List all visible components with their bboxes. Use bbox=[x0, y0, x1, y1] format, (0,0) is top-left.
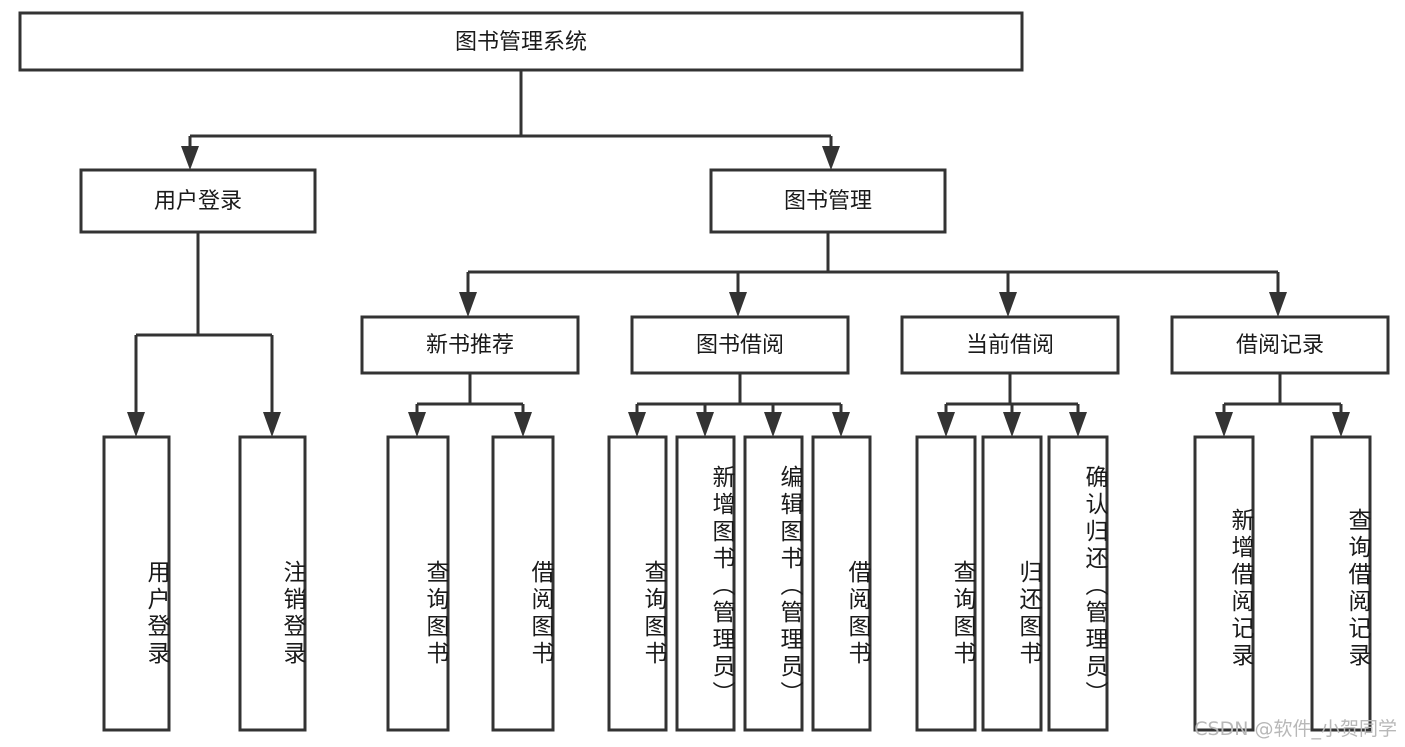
node-new-book-rec-label: 新书推荐 bbox=[426, 333, 514, 358]
node-borrow-record[interactable]: 借阅记录 bbox=[1170, 315, 1390, 375]
connector-current-borrow-to-leaves bbox=[937, 373, 1087, 437]
connector-book-manage-to-level3 bbox=[459, 232, 1287, 317]
node-leaf-add-book-rect[interactable] bbox=[675, 435, 736, 732]
node-leaf-borrow-book-1-rect[interactable] bbox=[491, 435, 555, 732]
node-leaf-query-book-1-rect[interactable] bbox=[386, 435, 450, 732]
node-leaf-logout-rect[interactable] bbox=[238, 435, 307, 732]
node-leaf-query-book-3-rect[interactable] bbox=[915, 435, 977, 732]
node-borrow-record-rect[interactable] bbox=[1170, 315, 1390, 375]
node-root[interactable]: 图书管理系统 bbox=[18, 11, 1024, 72]
node-leaf-return-book-rect[interactable] bbox=[981, 435, 1043, 732]
arrowhead-leaf-query-book-1 bbox=[408, 412, 426, 437]
arrowhead-user-login bbox=[181, 146, 199, 170]
node-book-manage-label: 图书管理 bbox=[784, 189, 872, 214]
node-user-login[interactable]: 用户登录 bbox=[79, 168, 317, 234]
connector-new-book-rec-to-leaves bbox=[408, 373, 532, 437]
arrowhead-leaf-edit-book bbox=[764, 412, 782, 437]
node-root-label: 图书管理系统 bbox=[455, 30, 587, 55]
csdn-watermark: CSDN @软件_小贺同学 bbox=[1194, 718, 1397, 740]
node-book-manage[interactable]: 图书管理 bbox=[709, 168, 947, 234]
node-user-login-rect[interactable] bbox=[79, 168, 317, 234]
arrowhead-book-borrow bbox=[729, 292, 747, 317]
node-leaf-edit-book-rect[interactable] bbox=[743, 435, 804, 732]
node-new-book-rec-rect[interactable] bbox=[360, 315, 580, 375]
node-current-borrow-label: 当前借阅 bbox=[966, 333, 1054, 358]
connector-borrow-record-to-leaves bbox=[1215, 373, 1350, 437]
node-user-login-label: 用户登录 bbox=[154, 189, 242, 214]
arrowhead-leaf-return-book bbox=[1003, 412, 1021, 437]
arrowhead-leaf-query-record bbox=[1332, 412, 1350, 437]
arrowhead-new-book-rec bbox=[459, 292, 477, 317]
node-current-borrow[interactable]: 当前借阅 bbox=[900, 315, 1120, 375]
node-leaf-query-record-rect[interactable] bbox=[1310, 435, 1372, 732]
node-current-borrow-rect[interactable] bbox=[900, 315, 1120, 375]
node-book-borrow[interactable]: 图书借阅 bbox=[630, 315, 850, 375]
arrowhead-leaf-borrow-book-2 bbox=[832, 412, 850, 437]
connector-root-to-level2 bbox=[181, 70, 840, 170]
node-book-borrow-label: 图书借阅 bbox=[696, 333, 784, 358]
node-borrow-record-label: 借阅记录 bbox=[1236, 333, 1324, 358]
connector-user-login-to-leaves bbox=[127, 232, 281, 437]
node-new-book-rec[interactable]: 新书推荐 bbox=[360, 315, 580, 375]
node-leaf-confirm-return-rect[interactable] bbox=[1047, 435, 1109, 732]
node-leaf-query-book-2-rect[interactable] bbox=[607, 435, 668, 732]
arrowhead-leaf-user-login bbox=[127, 412, 145, 437]
arrowhead-leaf-borrow-book-1 bbox=[514, 412, 532, 437]
arrowhead-leaf-add-book bbox=[696, 412, 714, 437]
node-book-borrow-rect[interactable] bbox=[630, 315, 850, 375]
node-root-rect[interactable] bbox=[18, 11, 1024, 72]
arrowhead-book-manage bbox=[822, 146, 840, 170]
node-leaf-add-record-rect[interactable] bbox=[1193, 435, 1255, 732]
node-leaf-user-login-rect[interactable] bbox=[102, 435, 171, 732]
arrowhead-leaf-query-book-3 bbox=[937, 412, 955, 437]
node-leaf-borrow-book-2-rect[interactable] bbox=[811, 435, 872, 732]
arrowhead-leaf-add-record bbox=[1215, 412, 1233, 437]
arrowhead-leaf-confirm-return bbox=[1069, 412, 1087, 437]
arrowhead-borrow-record bbox=[1269, 292, 1287, 317]
arrowhead-leaf-query-book-2 bbox=[628, 412, 646, 437]
arrowhead-current-borrow bbox=[999, 292, 1017, 317]
connector-book-borrow-to-leaves bbox=[628, 373, 850, 437]
node-book-manage-rect[interactable] bbox=[709, 168, 947, 234]
arrowhead-leaf-logout bbox=[263, 412, 281, 437]
